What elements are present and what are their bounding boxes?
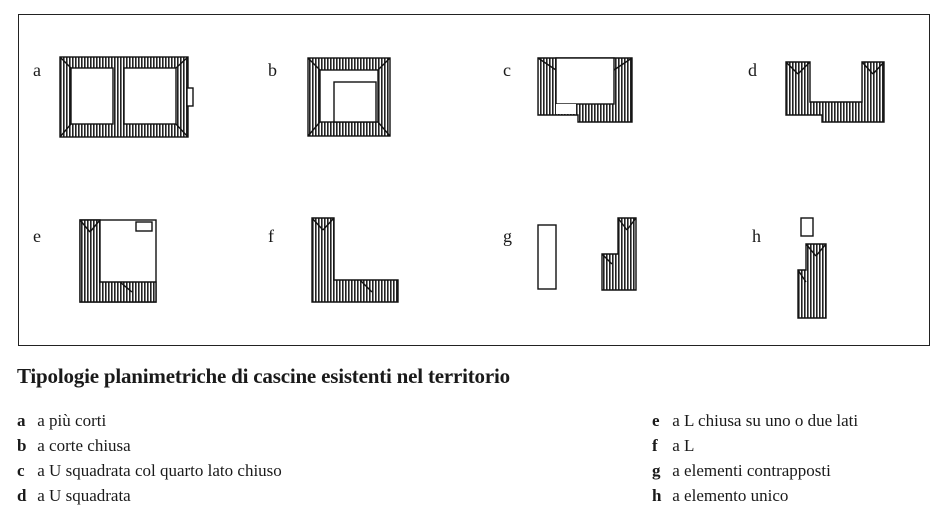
plan-label-c: c [503, 60, 511, 80]
legend-key: h [652, 486, 662, 505]
legend-item: f a L [652, 433, 858, 458]
legend-item: b a corte chiusa [17, 433, 282, 458]
legend-item: d a U squadrata [17, 483, 282, 508]
plan-a [59, 56, 194, 138]
plan-e [79, 219, 157, 303]
legend-text: a elemento unico [672, 486, 789, 505]
plan-b [307, 57, 391, 137]
legend-text: a L chiusa su uno o due lati [672, 411, 859, 430]
legend-text: a elementi contrapposti [672, 461, 831, 480]
legend-right: e a L chiusa su uno o due lati f a L g a… [652, 408, 858, 508]
legend-item: h a elemento unico [652, 483, 858, 508]
legend-left: a a più corti b a corte chiusa c a U squ… [17, 408, 282, 508]
plan-h [797, 217, 827, 319]
legend-key: g [652, 461, 661, 480]
plan-c [537, 57, 633, 123]
legend-item: g a elementi contrapposti [652, 458, 858, 483]
plan-label-f: f [268, 226, 274, 246]
legend-key: f [652, 436, 658, 455]
plan-d [785, 61, 885, 123]
plan-label-a: a [33, 60, 41, 80]
plan-label-h: h [752, 226, 761, 246]
plan-g [537, 217, 637, 291]
legend-key: d [17, 486, 27, 505]
plan-f [311, 217, 399, 303]
figure-caption-title: Tipologie planimetriche di cascine esist… [17, 364, 510, 388]
plan-label-e: e [33, 226, 41, 246]
plan-label-b: b [268, 60, 277, 80]
legend-key: c [17, 461, 25, 480]
legend-key: e [652, 411, 660, 430]
plan-label-g: g [503, 226, 512, 246]
plan-label-d: d [748, 60, 757, 80]
legend-key: b [17, 436, 27, 455]
legend-text: a U squadrata col quarto lato chiuso [37, 461, 282, 480]
legend-text: a L [672, 436, 695, 455]
legend-text: a U squadrata [37, 486, 131, 505]
legend-item: c a U squadrata col quarto lato chiuso [17, 458, 282, 483]
legend-item: a a più corti [17, 408, 282, 433]
legend-text: a corte chiusa [37, 436, 131, 455]
legend-item: e a L chiusa su uno o due lati [652, 408, 858, 433]
legend-key: a [17, 411, 26, 430]
legend-text: a più corti [37, 411, 107, 430]
